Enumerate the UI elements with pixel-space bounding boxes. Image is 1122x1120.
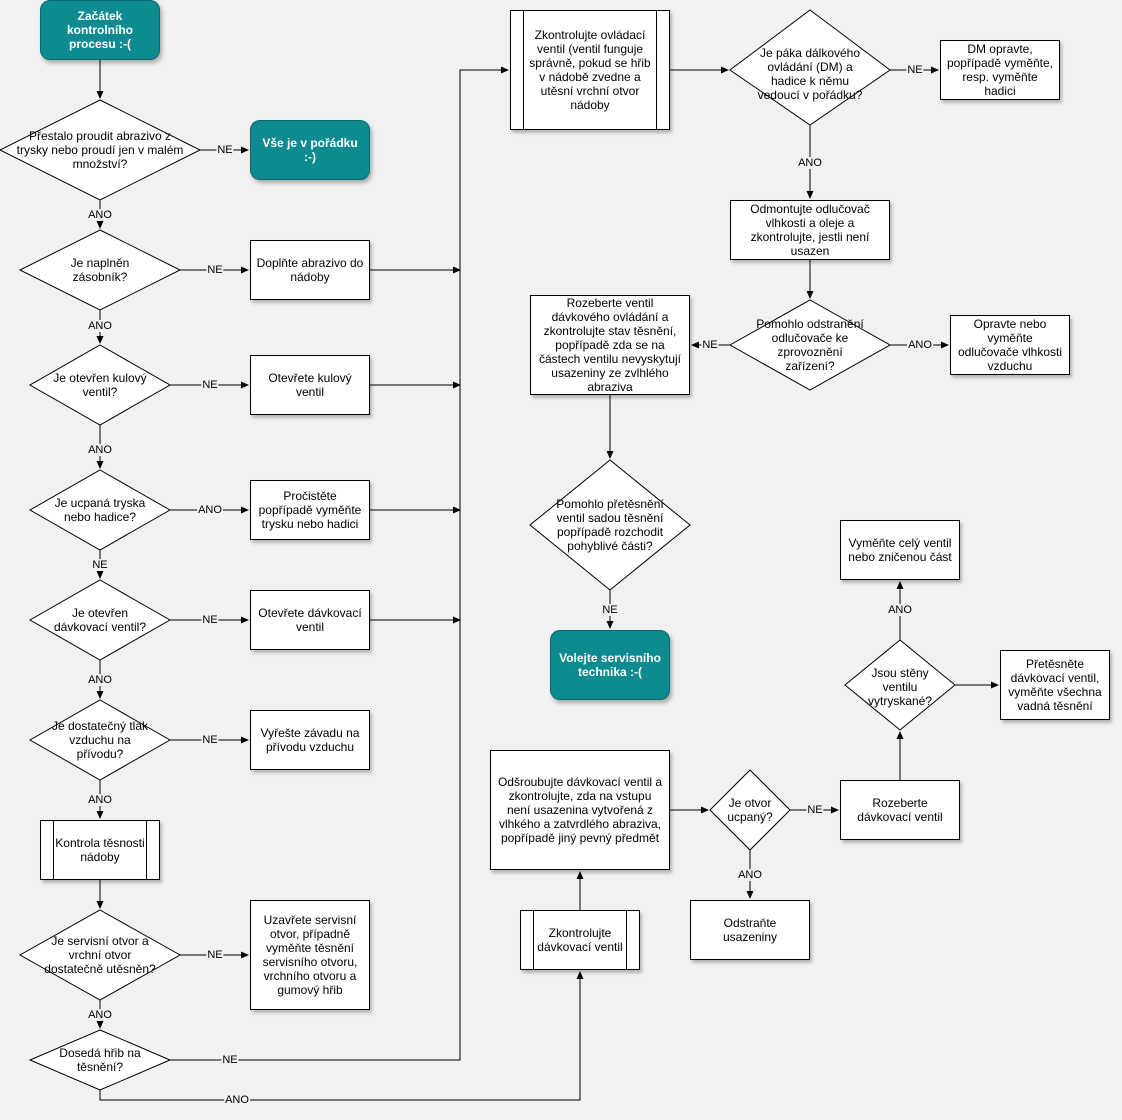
- edge-label-yes: ANO: [87, 209, 113, 221]
- question-service-opening: Je servisní otvor a vrchní otvor dostate…: [44, 934, 156, 976]
- edge-label-no: NE: [201, 734, 219, 746]
- question-seal-kit-helped: Pomohlo přetěsnění ventil sadou těsnění …: [556, 497, 664, 553]
- question-abrasive-flow: Přestalo proudit abrazivo z trysky nebo …: [16, 129, 184, 171]
- step-clean-nozzle: Pročistěte popřípadě vyměňte trysku nebo…: [250, 480, 370, 540]
- question-mushroom-seat: Dosedá hřib na těsnění?: [59, 1046, 141, 1074]
- question-opening-clogged: Je otvor ucpaný?: [727, 796, 773, 824]
- step-open-ball-valve: Otevřete kulový ventil: [250, 355, 370, 415]
- step-check-control-valve: Zkontrolujte ovládací ventil (ventil fun…: [510, 10, 670, 130]
- step-replace-whole-valve: Vyměňte celý ventil nebo zničenou část: [840, 520, 960, 580]
- edge-label-no: NE: [601, 604, 619, 616]
- edge-label-no: NE: [701, 339, 719, 351]
- edge-label-no: NE: [806, 804, 824, 816]
- step-fix-air-supply: Vyřešte závadu na přívodu vzduchu: [250, 710, 370, 770]
- step-repair-dm: DM opravte, popřípadě vyměňte, resp. vym…: [940, 40, 1060, 100]
- edge-label-yes: ANO: [87, 1009, 113, 1021]
- step-remove-deposits: Odstraňte usazeniny: [690, 900, 810, 960]
- edge-label-yes: ANO: [907, 339, 933, 351]
- start-terminal: Začátek kontrolního procesu :-(: [40, 0, 160, 60]
- step-reseal-dosing-valve: Přetěsněte dávkovací ventil, vyměňte vše…: [1000, 650, 1110, 720]
- edge-label-yes: ANO: [87, 444, 113, 456]
- step-open-dosing-valve: Otevřete dávkovací ventil: [250, 590, 370, 650]
- step-vessel-tightness: Kontrola těsnosti nádoby: [40, 820, 160, 880]
- step-disassemble-remote-valve: Rozeberte ventil dávkového ovládání a zk…: [530, 295, 690, 395]
- question-dosing-valve: Je otevřen dávkovací ventil?: [53, 606, 147, 634]
- step-seal-service-opening: Uzavřete servisní otvor, případně vyměňt…: [250, 900, 370, 1010]
- edge-label-no: NE: [206, 949, 224, 961]
- edge-label-no: NE: [206, 264, 224, 276]
- step-check-dosing-valve: Zkontrolujte dávkovací ventil: [520, 910, 640, 970]
- edge-label-yes: ANO: [87, 674, 113, 686]
- diamond-separator-helped: [728, 299, 892, 391]
- edge-label-no: NE: [201, 379, 219, 391]
- question-hopper: Je naplněn zásobník?: [70, 256, 130, 284]
- edge-label-yes: ANO: [87, 794, 113, 806]
- edge-label-no: NE: [906, 64, 924, 76]
- all-ok-terminal: Vše je v pořádku :-): [250, 120, 370, 180]
- diamond-walls-blasted: [844, 639, 956, 731]
- edge-label-no: NE: [221, 1054, 239, 1066]
- step-unscrew-dosing-valve: Odšroubujte dávkovací ventil a zkontrolu…: [490, 750, 670, 870]
- question-air-pressure: Je dostatečný tlak vzduchu na přívodu?: [51, 719, 149, 761]
- step-repair-separator: Opravte nebo vyměňte odlučovače vlhkosti…: [950, 315, 1070, 375]
- question-walls-blasted: Jsou stěny ventilu vytryskané?: [867, 666, 933, 708]
- question-remote-lever: Je páka dálkového ovládání (DM) a hadice…: [757, 46, 863, 102]
- edge-label-yes: ANO: [737, 869, 763, 881]
- edge-label-no: NE: [216, 144, 234, 156]
- step-disassemble-dosing-valve: Rozeberte dávkovací ventil: [840, 780, 960, 840]
- edge-label-yes: ANO: [797, 157, 823, 169]
- question-nozzle-clogged: Je ucpaná tryska nebo hadice?: [54, 496, 146, 524]
- edge-label-yes: ANO: [887, 604, 913, 616]
- edge-label-yes: ANO: [224, 1094, 250, 1106]
- question-ball-valve: Je otevřen kulový ventil?: [53, 371, 147, 399]
- question-separator-helped: Pomohlo odstranění odlučovače ke zprovoz…: [756, 317, 864, 373]
- edge-label-no: NE: [201, 614, 219, 626]
- edge-label-yes: ANO: [87, 320, 113, 332]
- step-fill-abrasive: Doplňte abrazivo do nádoby: [250, 240, 370, 300]
- call-technician-terminal: Volejte servisního technika :-(: [550, 630, 670, 700]
- step-remove-separator: Odmontujte odlučovač vlhkosti a oleje a …: [730, 200, 890, 260]
- edge-label-yes: ANO: [197, 504, 223, 516]
- edge-label-no: NE: [91, 559, 109, 571]
